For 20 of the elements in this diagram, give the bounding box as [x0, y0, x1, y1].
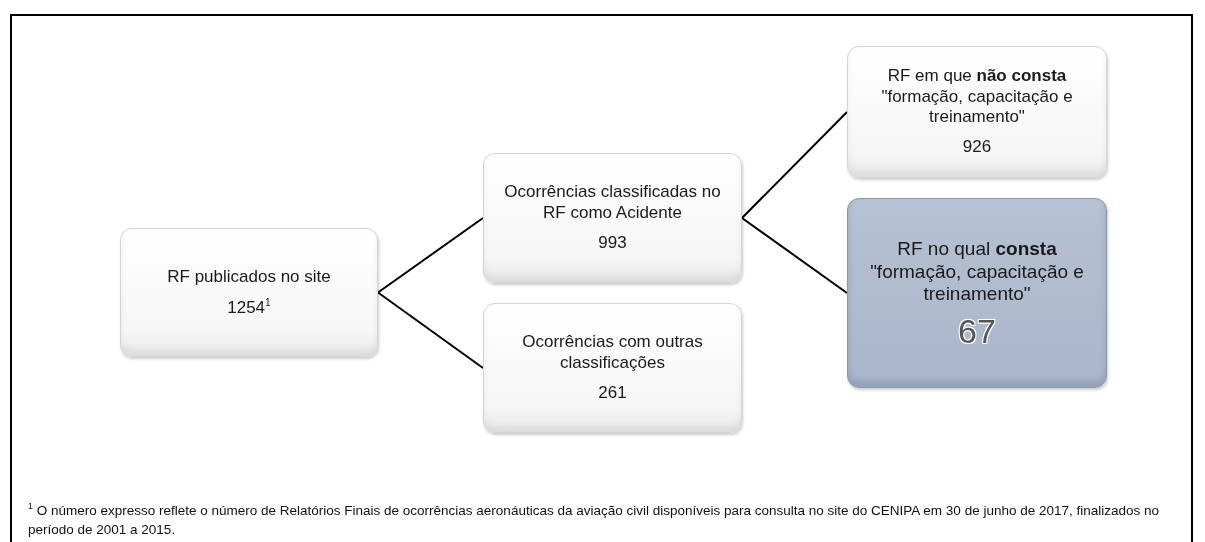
count-value: 67 — [958, 314, 996, 349]
box-text: RF no qual consta "formação, capacitação e treinamento" — [869, 237, 1085, 307]
connector-line — [377, 291, 484, 369]
count-value: 926 — [962, 137, 992, 158]
process-box — [847, 46, 1107, 178]
process-box — [120, 228, 378, 357]
box-text: RF publicados no site — [167, 266, 331, 288]
box-text: RF em que não consta "formação, capacitação e treinamento" — [880, 66, 1074, 128]
process-box — [483, 153, 742, 283]
box-text: Ocorrências com outras classificações — [521, 332, 704, 374]
connector-line — [741, 217, 848, 294]
count-value: 1254$^{1}$ — [227, 297, 271, 319]
count-value: 261 — [598, 383, 627, 404]
connector-line — [377, 217, 484, 294]
process-box — [483, 303, 742, 433]
box-text: Ocorrências classificadas no RF como Acidente — [503, 182, 722, 224]
count-value: 993 — [598, 233, 627, 254]
footnote: $^{1}$ O número expresso reflete o número de Relatórios Finais de ocorrências aeronáuticas da aviação civil disponíveis para consulta no site do CENIPA em 30 de junho de 2017, finalizados no período de 2001 a 2015. — [28, 500, 1161, 540]
process-box — [847, 198, 1107, 388]
connector-line — [741, 111, 848, 219]
